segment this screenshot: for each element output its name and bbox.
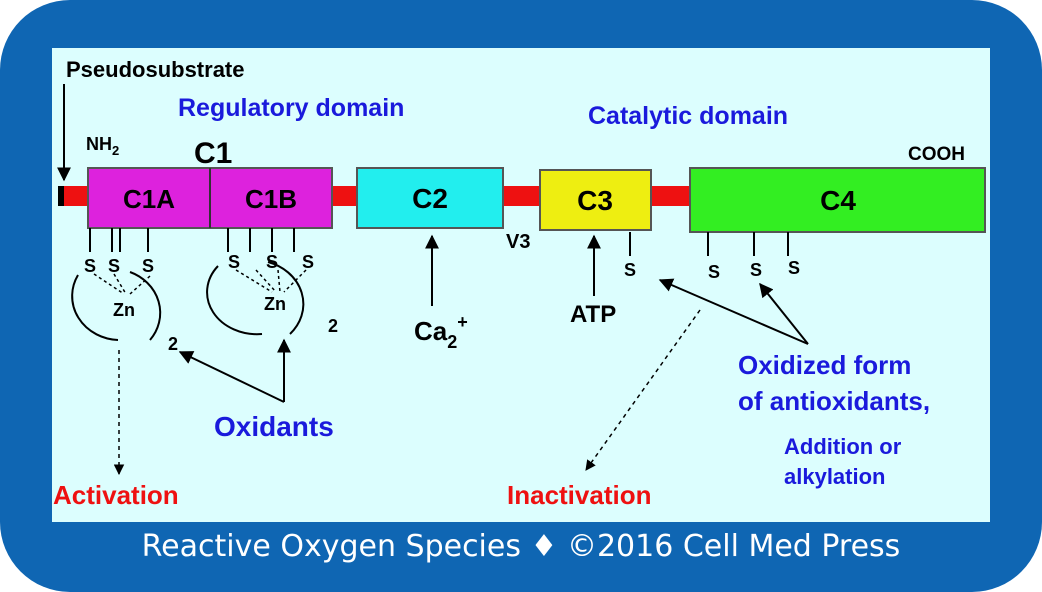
nh2-label: NH2 xyxy=(86,134,119,158)
activation-label: Activation xyxy=(53,480,179,510)
c1-label: C1 xyxy=(194,137,232,170)
c1b-zinc-finger xyxy=(206,228,307,336)
oxidants-arrows xyxy=(178,338,291,403)
v3-label: V3 xyxy=(506,231,530,253)
pseudosubstrate-mark xyxy=(58,186,64,206)
c1a-zinc-finger xyxy=(71,228,162,341)
c1b-label: C1B xyxy=(245,184,297,214)
regulatory-domain-label: Regulatory domain xyxy=(178,94,404,122)
c4-domain-box xyxy=(689,167,986,233)
c2-label: C2 xyxy=(412,183,448,214)
oxidants-label: Oxidants xyxy=(214,411,334,442)
cooh-label: COOH xyxy=(908,144,965,165)
c4-label: C4 xyxy=(820,185,856,216)
linker-nterm xyxy=(58,186,88,206)
c1b-s2: S xyxy=(266,252,278,272)
linker-v3 xyxy=(503,186,541,206)
c1b-zn: Zn xyxy=(264,294,286,314)
c2-domain-box xyxy=(356,167,504,229)
c1a-s2: S xyxy=(108,256,120,276)
c3-domain-box xyxy=(539,169,652,231)
c4-s3: S xyxy=(788,258,800,278)
addition-line1: Addition or xyxy=(784,434,902,459)
oxidized-form-arrows xyxy=(658,278,809,345)
c1b-s1: S xyxy=(228,252,240,272)
calcium-label: Ca2+ xyxy=(414,312,468,352)
oxidized-form-line1: Oxidized form xyxy=(738,350,911,380)
c3-s: S xyxy=(624,260,636,280)
c4-s1: S xyxy=(708,262,720,282)
inactivation-label: Inactivation xyxy=(507,480,651,510)
linker-c3-c4 xyxy=(651,186,691,206)
catalytic-domain-label: Catalytic domain xyxy=(588,102,788,130)
c1a-zn: Zn xyxy=(113,300,135,320)
c1b-two: 2 xyxy=(328,316,338,336)
c1a-s3: S xyxy=(142,256,154,276)
inactivation-arrow xyxy=(585,309,701,471)
pseudosubstrate-label: Pseudosubstrate xyxy=(66,57,245,82)
catalytic-thiols xyxy=(629,232,789,256)
c1b-s3: S xyxy=(302,252,314,272)
addition-line2: alkylation xyxy=(784,464,885,489)
footer-caption: Reactive Oxygen Species ♦ ©2016 Cell Med… xyxy=(141,529,901,564)
c3-label: C3 xyxy=(577,185,613,216)
c1a-s1: S xyxy=(84,256,96,276)
c1a-label: C1A xyxy=(123,184,175,214)
atp-label: ATP xyxy=(570,301,616,328)
linker-c1-c2 xyxy=(332,186,358,206)
oxidized-form-line2: of antioxidants, xyxy=(738,386,930,416)
c4-s2: S xyxy=(750,260,762,280)
c1a-two: 2 xyxy=(168,334,178,354)
